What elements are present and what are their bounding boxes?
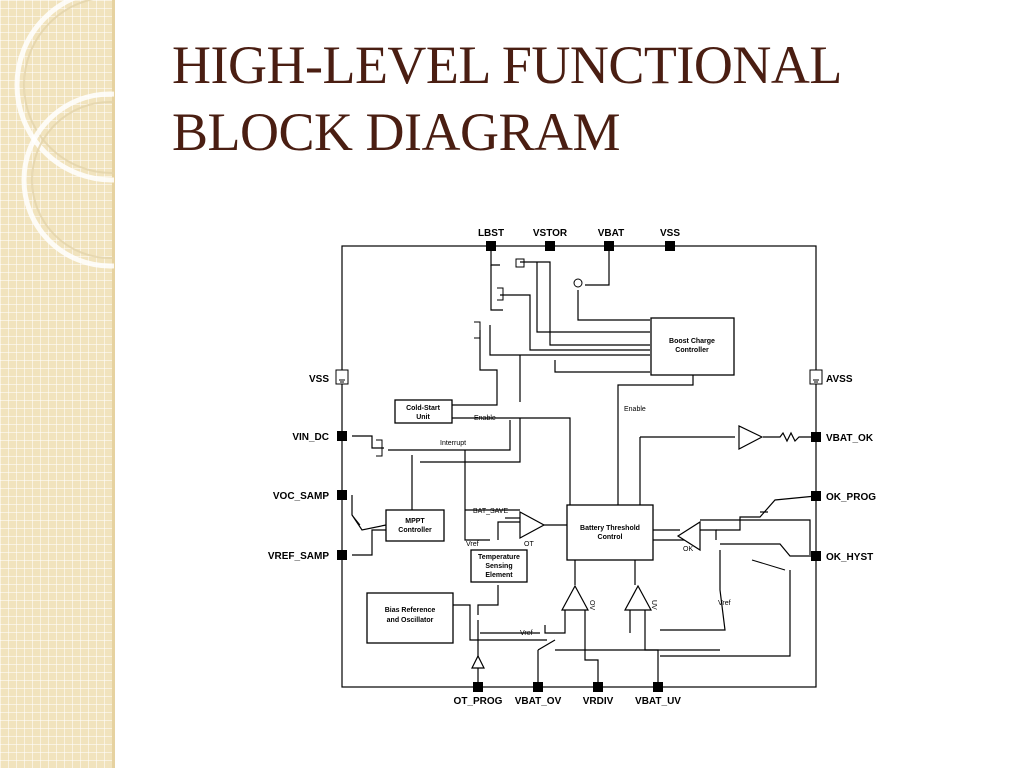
boost-label-line-1: Boost Charge — [669, 338, 715, 345]
pin-ok-prog — [811, 491, 821, 501]
pin-vbat-uv — [653, 682, 663, 692]
signal-label-ok: OK — [683, 546, 693, 553]
cold-start-unit-block — [394, 399, 453, 424]
switch-glyphs — [351, 258, 786, 571]
pin-vin-dc — [337, 431, 347, 441]
boost-label-line-2: Controller — [675, 347, 709, 354]
temperature-label-line-3: Element — [485, 572, 513, 579]
pin-label-ot-prog: OT_PROG — [454, 696, 503, 707]
pin-label-vbat-ok: VBAT_OK — [826, 433, 874, 444]
pin-label-vrdiv: VRDIV — [583, 696, 614, 707]
ground-symbols — [335, 369, 823, 385]
pin-label-avss: AVSS — [826, 374, 853, 385]
decorative-side-strip — [0, 0, 114, 768]
pin-vbat-ok — [811, 432, 821, 442]
ot-prog-buffer — [471, 654, 485, 669]
vbat-ok-buffer — [738, 425, 764, 450]
pin-vrdiv — [593, 682, 603, 692]
battery-threshold-label-line-2: Control — [598, 534, 623, 541]
pin-vss-top — [665, 241, 675, 251]
pin-vbat — [604, 241, 614, 251]
bias-reference-oscillator-block — [366, 592, 454, 644]
boost-charge-controller-block — [650, 317, 735, 376]
pin-label-vss-top: VSS — [660, 228, 680, 239]
battery-threshold-control-block — [566, 504, 654, 561]
mppt-label-line-2: Controller — [398, 527, 432, 534]
signal-label-vref-2: Vref — [520, 630, 533, 637]
pin-label-ok-hyst: OK_HYST — [826, 552, 873, 563]
signal-label-bat-save: BAT_SAVE — [473, 508, 508, 515]
chip-boundary — [341, 245, 817, 688]
signal-label-enable-1: Enable — [474, 415, 496, 422]
bias-label-line-2: and Oscillator — [387, 617, 434, 624]
temperature-label-line-2: Sensing — [485, 563, 512, 570]
uv-comparator — [623, 584, 653, 611]
mppt-label-line-1: MPPT — [405, 518, 425, 525]
title-line-1: HIGH-LEVEL FUNCTIONAL — [172, 35, 842, 95]
cold-start-label-line-2: Unit — [416, 414, 430, 421]
title-line-2: BLOCK DIAGRAM — [172, 101, 621, 162]
decorative-rings — [14, 0, 114, 269]
signal-label-ot: OT — [524, 541, 534, 548]
slide-title: HIGH-LEVEL FUNCTIONAL BLOCK DIAGRAM — [172, 32, 992, 166]
pin-label-vref-samp: VREF_SAMP — [268, 551, 329, 562]
pin-vstor — [545, 241, 555, 251]
pin-label-vbat-uv: VBAT_UV — [635, 696, 681, 707]
pin-label-vbat-ov: VBAT_OV — [515, 696, 562, 707]
side-strip-edge — [112, 0, 115, 768]
battery-threshold-label-line-1: Battery Threshold — [580, 525, 640, 532]
temperature-label-line-1: Temperature — [478, 554, 520, 561]
ok-comparator — [676, 520, 701, 552]
pin-label-vss-left: VSS — [309, 374, 329, 385]
signal-label-interrupt: Interrupt — [440, 440, 466, 447]
mppt-controller-block — [385, 509, 445, 542]
pin-label-vbat: VBAT — [598, 228, 624, 239]
pin-label-vin-dc: VIN_DC — [292, 432, 329, 443]
pin-ot-prog — [473, 682, 483, 692]
bias-label-line-1: Bias Reference — [385, 607, 436, 614]
ov-comparator — [560, 584, 590, 611]
pin-label-vstor: VSTOR — [533, 228, 568, 239]
pin-lbst — [486, 241, 496, 251]
pin-vref-samp — [337, 550, 347, 560]
temperature-sensing-element-block — [470, 549, 528, 583]
diagram-wiring — [341, 245, 817, 688]
pin-label-lbst: LBST — [478, 228, 504, 239]
pin-ok-hyst — [811, 551, 821, 561]
pin-vbat-ov — [533, 682, 543, 692]
pin-label-voc-samp: VOC_SAMP — [273, 491, 329, 502]
ot-comparator — [519, 510, 546, 540]
comparators — [471, 425, 764, 669]
pin-voc-samp — [337, 490, 347, 500]
signal-label-enable-2: Enable — [624, 406, 646, 413]
signal-label-ov: OV — [588, 600, 595, 610]
pin-label-ok-prog: OK_PROG — [826, 492, 876, 503]
signal-label-vref-3: Vref — [718, 600, 731, 607]
signal-label-vref-1: Vref — [466, 541, 479, 548]
cold-start-label-line-1: Cold-Start — [406, 405, 441, 412]
signal-label-uv: UV — [650, 600, 657, 610]
